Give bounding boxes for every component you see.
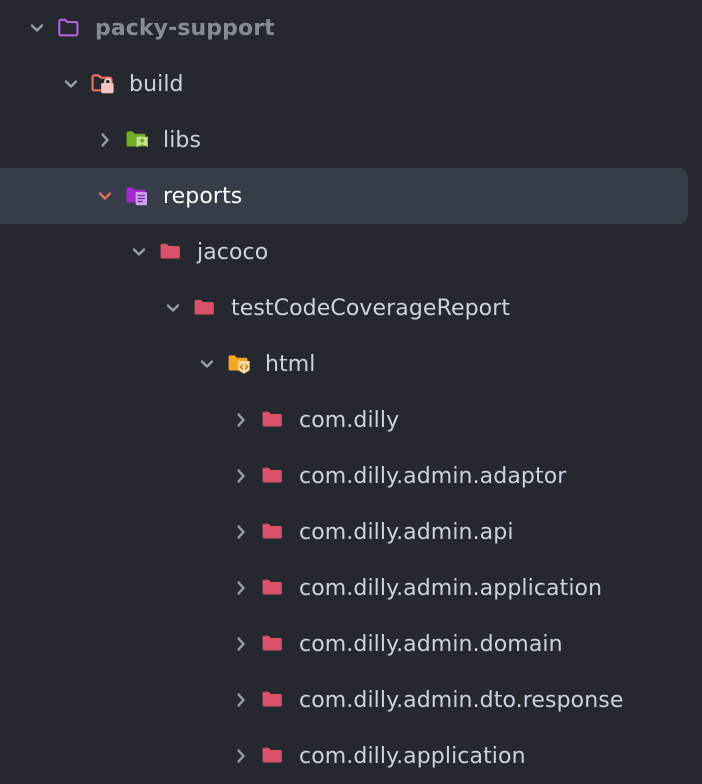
folder-build-coral-icon bbox=[90, 70, 118, 98]
folder-pink-icon bbox=[260, 518, 288, 546]
folder-outline-purple-icon bbox=[56, 14, 84, 42]
tree-row-label: com.dilly.admin.application bbox=[299, 575, 603, 601]
tree-row-label: testCodeCoverageReport bbox=[231, 295, 511, 321]
chevron-down-icon[interactable] bbox=[126, 239, 152, 265]
tree-row-com-dilly-admin-adaptor[interactable]: com.dilly.admin.adaptor bbox=[0, 448, 702, 504]
tree-row-label: com.dilly bbox=[299, 407, 400, 433]
chevron-right-icon[interactable] bbox=[228, 687, 254, 713]
tree-row-label: com.dilly.admin.dto.response bbox=[299, 687, 624, 713]
tree-row-com-dilly-admin-domain[interactable]: com.dilly.admin.domain bbox=[0, 616, 702, 672]
tree-row-com-dilly-admin-dto-response[interactable]: com.dilly.admin.dto.response bbox=[0, 672, 702, 728]
tree-row-label: html bbox=[265, 351, 316, 377]
folder-pink-icon bbox=[260, 742, 288, 770]
tree-row-com-dilly-admin-api[interactable]: com.dilly.admin.api bbox=[0, 504, 702, 560]
tree-row-build[interactable]: build bbox=[0, 56, 702, 112]
indent-spacer bbox=[0, 476, 228, 477]
chevron-right-icon[interactable] bbox=[228, 519, 254, 545]
tree-row-label: com.dilly.application bbox=[299, 743, 526, 769]
folder-pink-icon bbox=[260, 686, 288, 714]
chevron-right-icon[interactable] bbox=[228, 575, 254, 601]
chevron-right-icon[interactable] bbox=[228, 631, 254, 657]
indent-spacer bbox=[0, 644, 228, 645]
tree-row-packy-support[interactable]: packy-support bbox=[0, 0, 702, 56]
tree-row-label: build bbox=[129, 71, 184, 97]
tree-row-libs[interactable]: libs bbox=[0, 112, 702, 168]
indent-spacer bbox=[0, 140, 92, 141]
chevron-right-icon[interactable] bbox=[228, 407, 254, 433]
chevron-down-icon[interactable] bbox=[194, 351, 220, 377]
chevron-right-icon[interactable] bbox=[228, 463, 254, 489]
tree-row-reports[interactable]: reports bbox=[0, 168, 688, 224]
folder-pink-icon bbox=[260, 574, 288, 602]
chevron-down-icon[interactable] bbox=[160, 295, 186, 321]
indent-spacer bbox=[0, 28, 24, 29]
tree-row-label: com.dilly.admin.adaptor bbox=[299, 463, 567, 489]
folder-reports-purple-icon bbox=[124, 182, 152, 210]
folder-html-orange-icon bbox=[226, 350, 254, 378]
tree-row-label: com.dilly.admin.api bbox=[299, 519, 514, 545]
tree-row-com-dilly-application[interactable]: com.dilly.application bbox=[0, 728, 702, 784]
folder-pink-icon bbox=[260, 630, 288, 658]
tree-row-jacoco[interactable]: jacoco bbox=[0, 224, 702, 280]
chevron-down-icon[interactable] bbox=[58, 71, 84, 97]
chevron-down-icon[interactable] bbox=[24, 15, 50, 41]
folder-libs-green-icon bbox=[124, 126, 152, 154]
tree-row-testcodecoveragereport[interactable]: testCodeCoverageReport bbox=[0, 280, 702, 336]
indent-spacer bbox=[0, 84, 58, 85]
folder-pink-icon bbox=[192, 294, 220, 322]
tree-row-label: com.dilly.admin.domain bbox=[299, 631, 563, 657]
folder-pink-icon bbox=[158, 238, 186, 266]
chevron-right-icon[interactable] bbox=[92, 127, 118, 153]
tree-row-label: libs bbox=[163, 127, 202, 153]
indent-spacer bbox=[0, 196, 92, 197]
tree-row-com-dilly-admin-application[interactable]: com.dilly.admin.application bbox=[0, 560, 702, 616]
folder-pink-icon bbox=[260, 406, 288, 434]
tree-row-label: reports bbox=[163, 183, 243, 209]
chevron-down-icon[interactable] bbox=[92, 183, 118, 209]
indent-spacer bbox=[0, 532, 228, 533]
folder-pink-icon bbox=[260, 462, 288, 490]
tree-row-com-dilly[interactable]: com.dilly bbox=[0, 392, 702, 448]
tree-row-html[interactable]: html bbox=[0, 336, 702, 392]
chevron-right-icon[interactable] bbox=[228, 743, 254, 769]
indent-spacer bbox=[0, 588, 228, 589]
tree-row-label: jacoco bbox=[197, 239, 269, 265]
tree-row-label: packy-support bbox=[95, 15, 275, 41]
indent-spacer bbox=[0, 364, 194, 365]
indent-spacer bbox=[0, 700, 228, 701]
indent-spacer bbox=[0, 252, 126, 253]
indent-spacer bbox=[0, 420, 228, 421]
indent-spacer bbox=[0, 756, 228, 757]
indent-spacer bbox=[0, 308, 160, 309]
